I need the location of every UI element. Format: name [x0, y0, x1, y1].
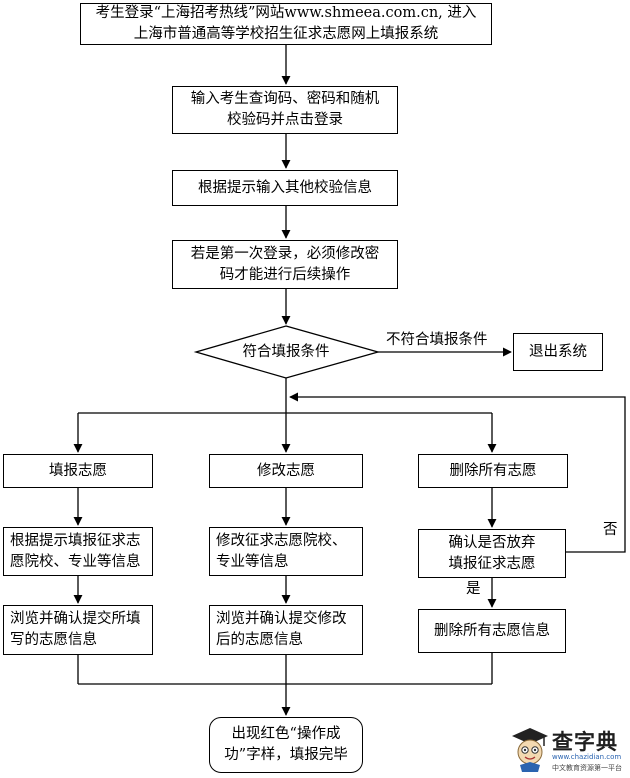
mascot-face-icon	[517, 739, 543, 765]
step-fill-wish: 填报志愿	[3, 454, 153, 488]
step-confirm-abandon: 确认是否放弃 填报征求志愿	[418, 529, 566, 578]
step-fill-detail: 根据提示填报征求志 愿院校、专业等信息	[3, 527, 153, 576]
step-verify-info: 根据提示输入其他校验信息	[172, 170, 398, 206]
logo-name: 查字典	[552, 730, 618, 754]
step-modify-submit: 浏览并确认提交修改 后的志愿信息	[209, 605, 363, 655]
logo-url: www.chazidian.com	[552, 753, 622, 761]
mascot-cap-icon	[512, 728, 548, 744]
chazidian-logo-graphic	[512, 728, 548, 772]
logo-slogan: 中文教育资源第一平台	[552, 764, 622, 772]
step-final-success: 出现红色“操作成 功”字样，填报完毕	[209, 717, 363, 773]
step-fill-submit: 浏览并确认提交所填 写的志愿信息	[3, 605, 153, 655]
step-change-password: 若是第一次登录，必须修改密 码才能进行后续操作	[172, 240, 398, 289]
not-eligible-label: 不符合填报条件	[386, 332, 488, 348]
step-exit-system: 退出系统	[513, 333, 603, 371]
yes-label: 是	[466, 581, 481, 597]
step-delete-all-wishes: 删除所有志愿	[418, 454, 568, 488]
no-label: 否	[603, 522, 618, 538]
step-modify-wish: 修改志愿	[209, 454, 363, 488]
step-modify-detail: 修改征求志愿院校、 专业等信息	[209, 527, 363, 576]
step-login-site: 考生登录“上海招考热线”网站www.shmeea.com.cn, 进入 上海市普…	[80, 3, 492, 45]
decision-label: 符合填报条件	[242, 344, 330, 360]
arrow-no-loopback	[289, 392, 626, 553]
step-enter-credentials: 输入考生查询码、密码和随机 校验码并点击登录	[172, 86, 398, 134]
step-delete-info: 删除所有志愿信息	[418, 609, 566, 653]
chazidian-logo: 查字典 www.chazidian.com 中文教育资源第一平台	[508, 722, 626, 774]
